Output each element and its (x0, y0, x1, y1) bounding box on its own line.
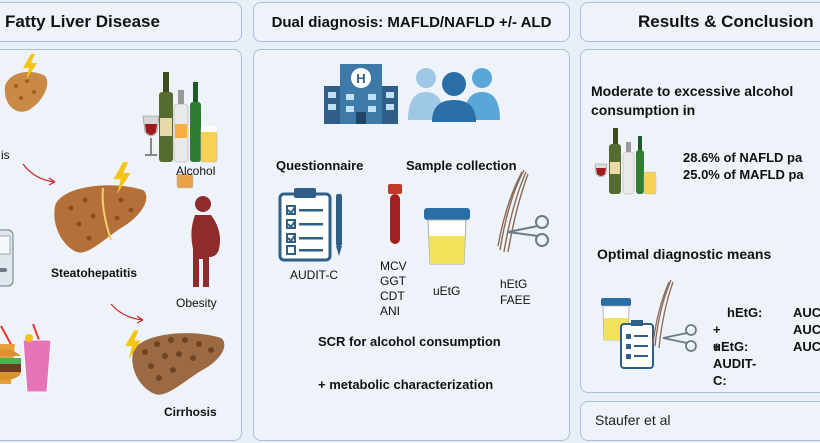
means-label: + AUDIT-C: (713, 339, 757, 388)
arrow-icon (22, 163, 56, 186)
panel2-body: H Questionnaire Sample collection AUDIT-… (253, 49, 570, 441)
cirrhosis-label: Cirrhosis (164, 405, 217, 419)
obesity-label: Obesity (176, 296, 217, 310)
obesity-figure-icon (191, 196, 220, 287)
lightning-icon (125, 330, 141, 360)
optimal-means-title: Optimal diagnostic means (597, 246, 772, 262)
svg-text:H: H (356, 71, 365, 86)
alcohol-label: Alcohol (176, 164, 216, 178)
marker-hetg: hEtG (500, 277, 528, 291)
marker-mcv: MCV (380, 259, 407, 273)
alcohol-bottles-icon (594, 128, 657, 195)
means-label: + uEtG: (713, 322, 749, 354)
questionnaire-label: Questionnaire (276, 158, 364, 173)
marker-cdt: CDT (380, 289, 405, 303)
whiskey-glass-icon (176, 173, 194, 189)
marker-faee: FAEE (500, 293, 531, 307)
patients-group-icon (408, 68, 500, 122)
citation-box: Staufer et al (580, 401, 820, 441)
citation-text: Staufer et al (595, 412, 671, 428)
clipboard-icon (278, 188, 342, 262)
mafld-percentage: 25.0% of MAFLD pa (683, 167, 804, 182)
lightning-icon (23, 54, 37, 80)
hair-markers: hEtG FAEE (500, 276, 531, 308)
panel1-header: Fatty Liver Disease (0, 2, 242, 42)
panel3-body: Moderate to excessive alcohol consumptio… (580, 49, 820, 393)
panel1-body: is Steatohepatitis Cirrhosis Alcoho (0, 49, 242, 441)
means-value: AUC (793, 339, 820, 354)
marker-ani: ANI (380, 304, 401, 318)
means-value: AUC (793, 305, 820, 320)
arrow-icon (110, 303, 144, 324)
panel3-title: Results & Conclusion (638, 12, 814, 31)
means-label: hEtG: (727, 305, 763, 320)
panel2-title: Dual diagnosis: MAFLD/NAFLD +/- ALD (271, 13, 552, 31)
hair-scissors-icon (497, 169, 549, 253)
steatohepatitis-label: Steatohepatitis (51, 266, 138, 280)
panel1-title: Fatty Liver Disease (5, 12, 160, 31)
glucose-meter-icon (0, 229, 14, 287)
means-value: AUC (793, 322, 820, 337)
stage-label-left: is (1, 148, 10, 162)
nafld-percentage: 28.6% of NAFLD pa (683, 150, 803, 165)
panel2-header: Dual diagnosis: MAFLD/NAFLD +/- ALD (253, 2, 570, 42)
panel3-header: Results & Conclusion (580, 2, 820, 42)
cirrhosis-liver-icon (132, 333, 225, 395)
audit-c-label: AUDIT-C (290, 268, 338, 282)
liver-icon (4, 71, 48, 112)
moderate-line2: consumption in (591, 102, 696, 118)
scr-label: SCR for alcohol consumption (318, 334, 501, 349)
urine-cup-icon (424, 208, 470, 265)
moderate-line1: Moderate to excessive alcohol (591, 83, 794, 99)
blood-markers: MCV GGT CDT ANI (380, 259, 407, 319)
fast-food-icon (0, 323, 52, 393)
metabolic-label: + metabolic characterization (318, 377, 494, 392)
lightning-icon (113, 162, 131, 194)
steatohepatitis-liver-icon (54, 185, 147, 253)
hospital-icon: H (324, 64, 398, 124)
sample-collection-label: Sample collection (406, 158, 517, 173)
blood-tube-icon (388, 184, 402, 244)
marker-ggt: GGT (380, 274, 406, 288)
uetg-label: uEtG (433, 284, 461, 298)
diagnostic-tools-icon (601, 279, 697, 369)
alcohol-bottles-icon (142, 72, 218, 163)
